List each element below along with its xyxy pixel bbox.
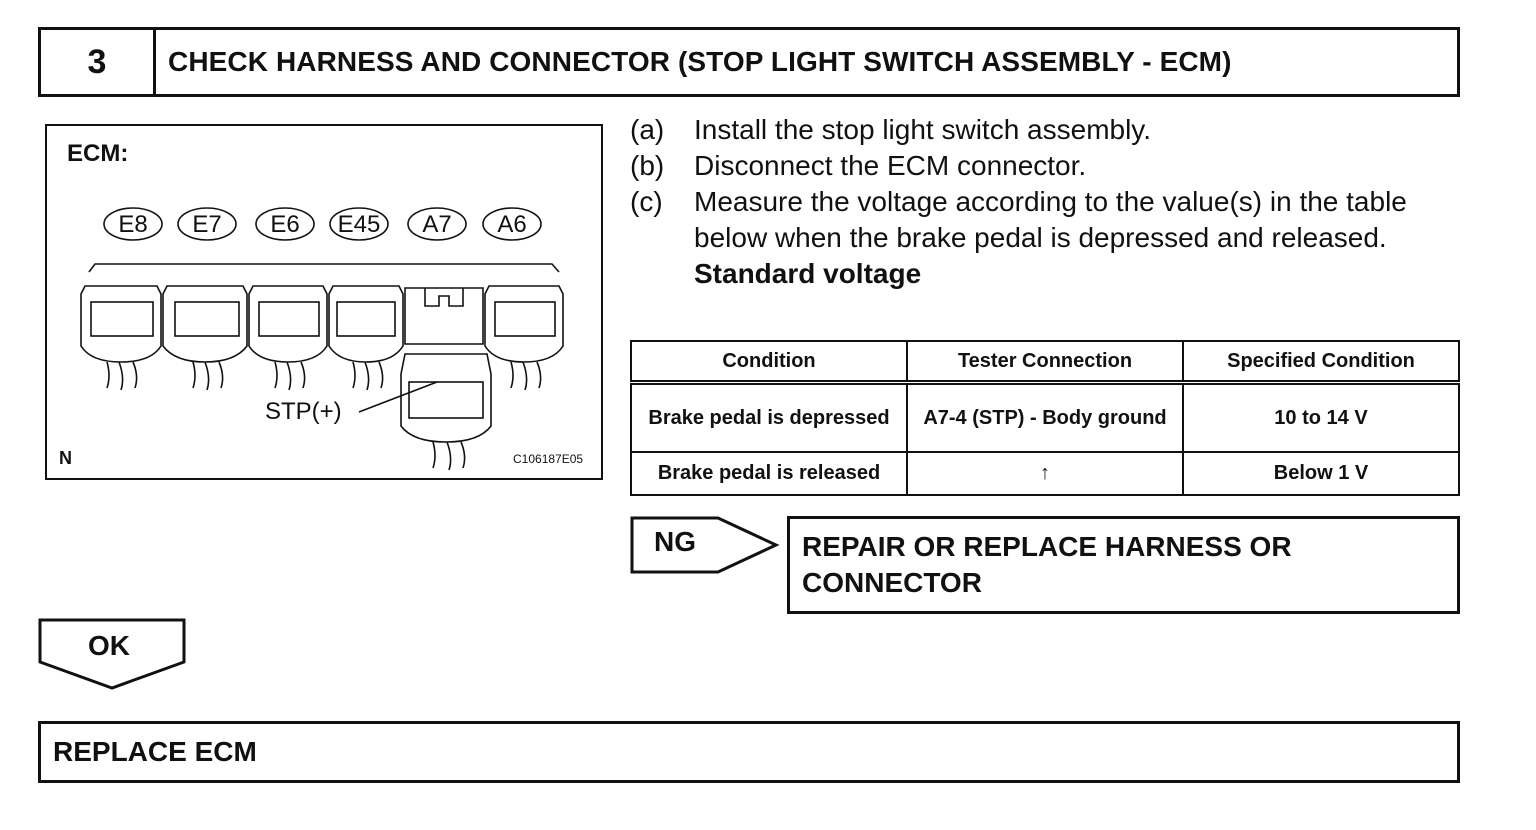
step-number: 3 (41, 30, 156, 94)
table-row: Brake pedal is depressed A7-4 (STP) - Bo… (630, 381, 1460, 453)
connector-oval-e45 (329, 207, 389, 241)
connector-oval-e8 (103, 207, 163, 241)
table-cell: A7-4 (STP) - Body ground (906, 381, 1184, 453)
table-cell: Brake pedal is released (630, 451, 908, 496)
connector-label-a7: A7 (422, 211, 451, 238)
ecm-connector-diagram: E8 E7 E6 E45 A7 A6 (80, 207, 564, 471)
connector-label-e8: E8 (118, 211, 147, 238)
table-cell: Below 1 V (1182, 451, 1460, 496)
ok-action-box: REPLACE ECM (38, 721, 1460, 783)
ok-result-tag: OK (38, 618, 186, 690)
step-title: CHECK HARNESS AND CONNECTOR (STOP LIGHT … (168, 46, 1232, 77)
ng-label: NG (654, 526, 696, 557)
instruction-item: (a) Install the stop light switch assemb… (630, 112, 1430, 148)
connector-label-e6: E6 (270, 211, 299, 238)
instruction-text: Install the stop light switch assembly. (694, 114, 1152, 145)
table-cell: ↑ (906, 451, 1184, 496)
connector-block-e45 (328, 285, 404, 363)
connector-block-a6 (484, 285, 564, 363)
ecm-connector-figure: E8 E7 E6 E45 A7 A6 ECM: STP(+) N C106187… (45, 124, 603, 480)
connector-oval-a6 (482, 207, 542, 241)
ng-result-tag: NG (630, 516, 780, 574)
connector-label-e45: E45 (338, 211, 381, 238)
connector-oval-e6 (255, 207, 315, 241)
stp-pin-label: STP(+) (265, 398, 342, 425)
table-cell: 10 to 14 V (1182, 381, 1460, 453)
ok-label: OK (88, 630, 130, 661)
standard-voltage-table: Condition Tester Connection Specified Co… (630, 340, 1460, 496)
unplugged-connector (400, 353, 492, 443)
instruction-text: Measure the voltage according to the val… (694, 186, 1407, 253)
connector-label-e7: E7 (192, 211, 221, 238)
instruction-letter: (a) (630, 114, 665, 145)
table-header-row: Condition Tester Connection Specified Co… (630, 340, 1460, 385)
standard-voltage-label: Standard voltage (694, 258, 922, 289)
ng-action-box: REPAIR OR REPLACE HARNESS OR CONNECTOR (787, 516, 1460, 614)
column-header: Specified Condition (1182, 340, 1460, 385)
table-cell: Brake pedal is depressed (630, 381, 908, 453)
step-header: 3 CHECK HARNESS AND CONNECTOR (STOP LIGH… (38, 27, 1460, 97)
ng-arrow-shape (630, 516, 780, 574)
ecm-label: ECM: (67, 140, 129, 167)
instruction-text: Disconnect the ECM connector. (694, 150, 1087, 181)
connector-oval-e7 (177, 207, 237, 241)
instruction-list: (a) Install the stop light switch assemb… (630, 112, 1430, 292)
instruction-item: (c) Measure the voltage according to the… (630, 184, 1430, 256)
connector-oval-a7 (407, 207, 467, 241)
table-row: Brake pedal is released ↑ Below 1 V (630, 451, 1460, 496)
instruction-letter: (c) (630, 186, 663, 217)
connector-block-e7 (162, 285, 248, 363)
ok-arrow-shape (38, 618, 186, 690)
connector-label-a6: A6 (497, 211, 526, 238)
instruction-letter: (b) (630, 150, 665, 181)
column-header: Condition (630, 340, 908, 385)
connector-block-e8 (80, 285, 162, 363)
instruction-item: (b) Disconnect the ECM connector. (630, 148, 1430, 184)
connector-block-a7 (404, 287, 484, 345)
illustration-code: C106187E05 (513, 452, 584, 466)
column-header: Tester Connection (906, 340, 1184, 385)
connector-block-e6 (248, 285, 328, 363)
corner-label: N (59, 448, 72, 468)
